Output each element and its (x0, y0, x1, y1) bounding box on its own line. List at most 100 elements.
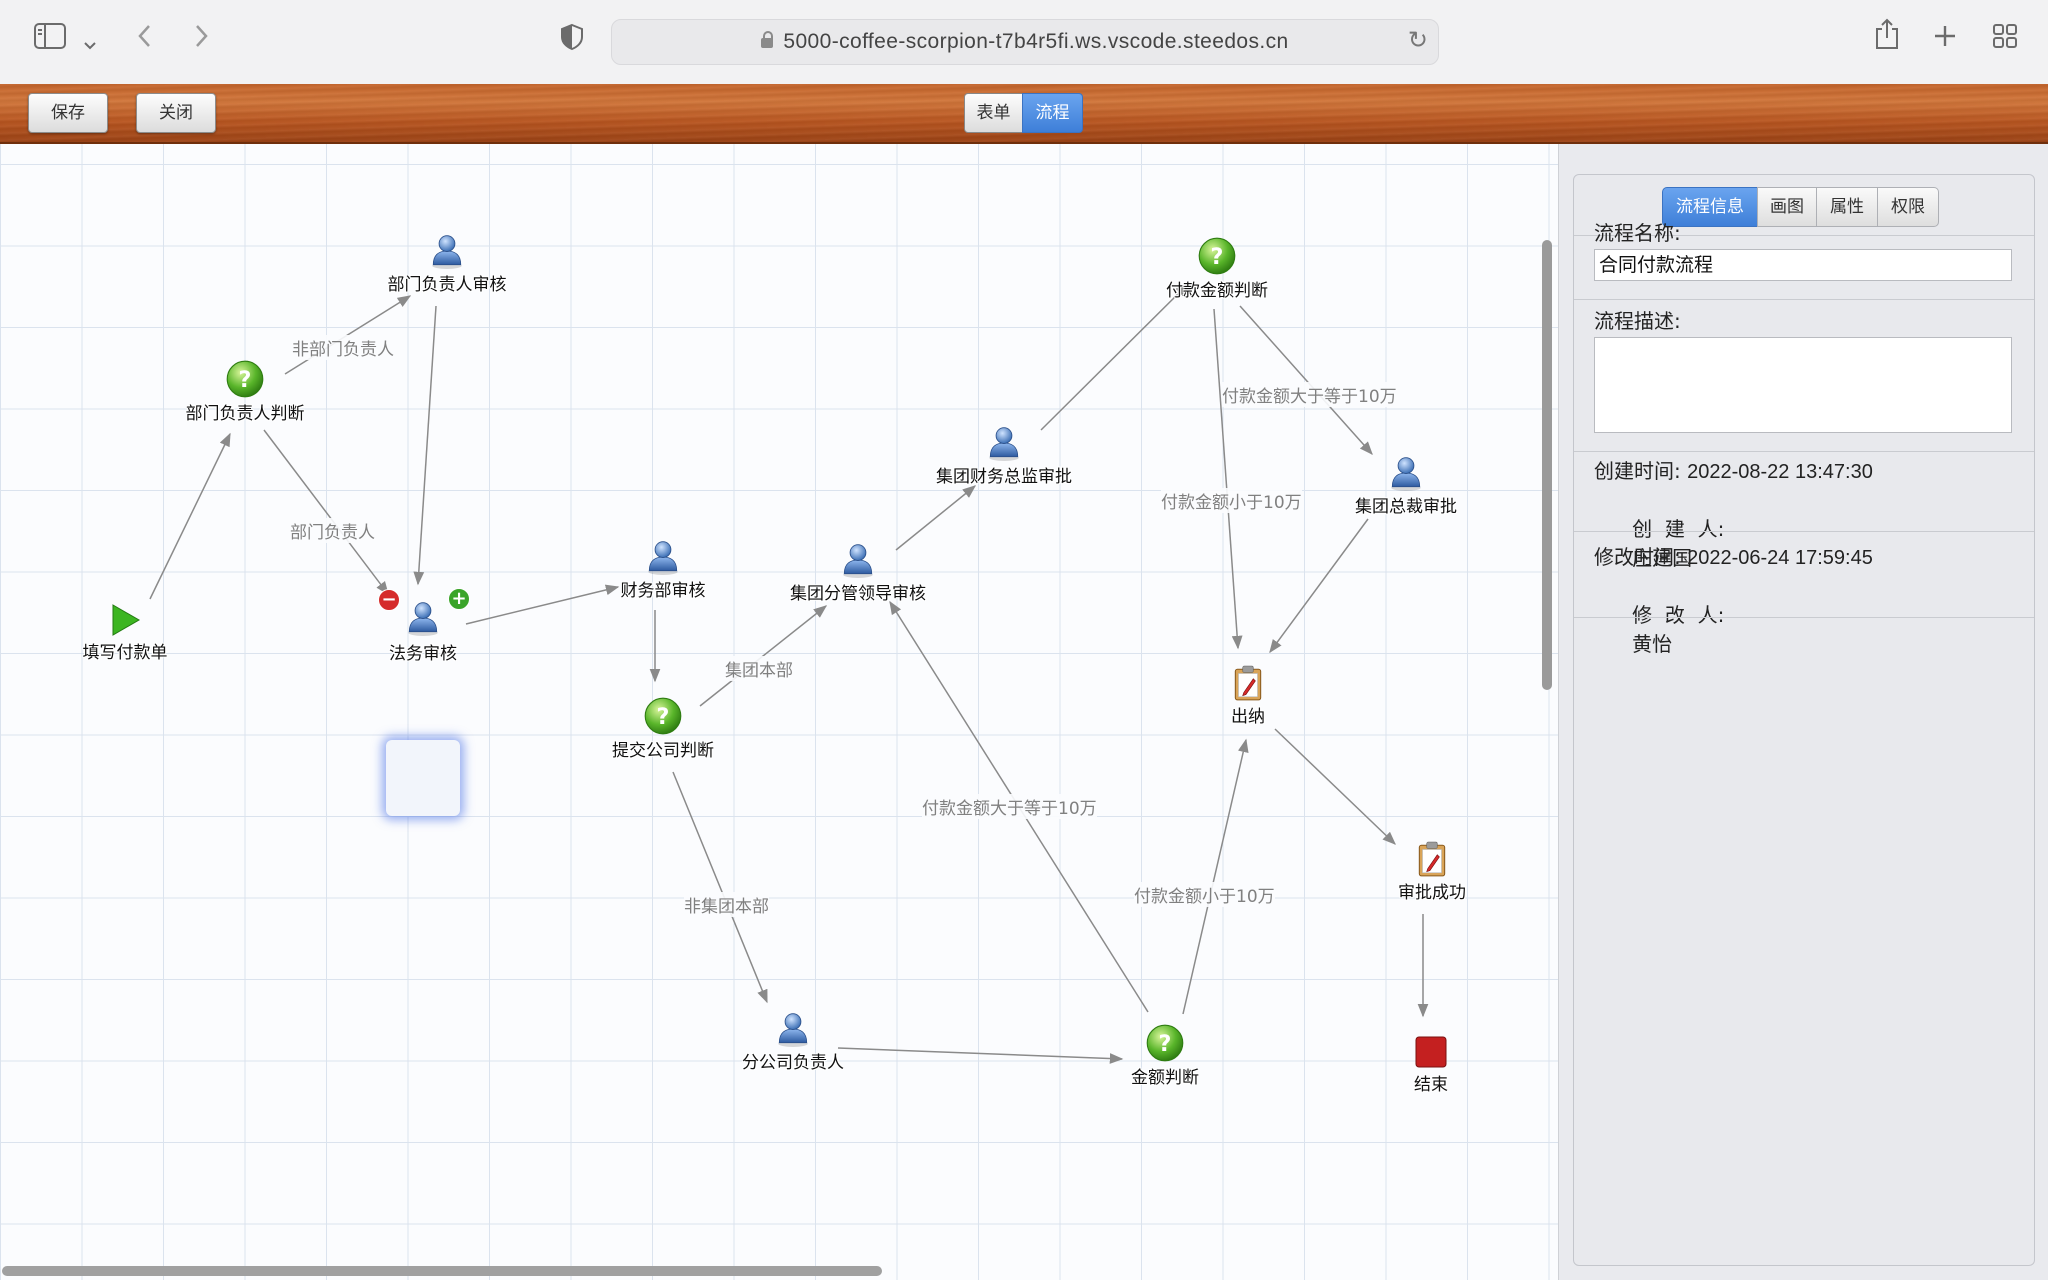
node-dept-judge[interactable]: 部门负责人判断 (165, 359, 325, 424)
divider (1574, 617, 2034, 618)
address-bar[interactable]: 5000-coffee-scorpion-t7b4r5fi.ws.vscode.… (611, 19, 1439, 65)
node-label: 部门负责人判断 (185, 404, 305, 424)
add-node-icon[interactable]: + (448, 588, 470, 610)
clipboard-icon (1229, 664, 1267, 702)
remove-node-icon[interactable]: − (378, 589, 400, 611)
creator-row: 创 建 人: 庄建国 (1594, 489, 1724, 595)
tab-permissions[interactable]: 权限 (1877, 187, 1939, 227)
modified-time-label: 修改时间: (1594, 545, 1681, 569)
node-amount-judge-top[interactable]: 付款金额判断 (1137, 236, 1297, 301)
browser-toolbar: 5000-coffee-scorpion-t7b4r5fi.ws.vscode.… (0, 0, 2048, 85)
node-group-cfo-approve[interactable]: 集团财务总监审批 (924, 424, 1084, 487)
back-icon[interactable] (130, 20, 160, 60)
tab-overview-icon[interactable] (1988, 20, 2022, 60)
user-icon (839, 541, 877, 579)
panel-card: 流程信息 画图 属性 权限 流程名称: 流程名称: 合同付款流程 流程描述: 创… (1573, 174, 2035, 1266)
node-branch-head[interactable]: 分公司负责人 (713, 1010, 873, 1073)
node-label: 结束 (1414, 1075, 1448, 1095)
url-text: 5000-coffee-scorpion-t7b4r5fi.ws.vscode.… (783, 30, 1289, 53)
lock-icon (761, 31, 774, 48)
user-icon (428, 232, 466, 270)
modifier-label: 修 改 人: (1632, 603, 1725, 627)
app-toolbar: 保存 关闭 表单 流程 (0, 84, 2048, 144)
node-end[interactable]: 结束 (1351, 1034, 1511, 1095)
save-button[interactable]: 保存 (28, 93, 108, 133)
modifier-value: 黄怡 (1632, 632, 1673, 656)
node-label: 付款金额判断 (1166, 281, 1268, 301)
vertical-scrollbar[interactable] (1542, 240, 1552, 690)
created-time-label: 创建时间: (1594, 459, 1681, 483)
tab-drawing[interactable]: 画图 (1757, 187, 1817, 227)
new-tab-icon[interactable] (1928, 20, 1962, 60)
start-icon (112, 604, 141, 636)
user-icon (774, 1010, 812, 1048)
edge-label: 非集团本部 (684, 892, 769, 917)
node-group-ceo-approve[interactable]: 集团总裁审批 (1326, 454, 1486, 517)
tab-flow-info[interactable]: 流程信息 (1662, 187, 1758, 227)
node-approved[interactable]: 审批成功 (1352, 840, 1512, 903)
privacy-shield-icon[interactable] (557, 22, 587, 62)
chevron-down-icon[interactable] (80, 22, 100, 62)
node-finance-review[interactable]: 财务部审核 (583, 538, 743, 601)
flow-name-label: 流程名称: (1594, 221, 1681, 245)
edge-group-leader-to-cfo (895, 485, 977, 551)
divider (1574, 531, 2034, 532)
node-label: 财务部审核 (620, 581, 706, 601)
created-time-value: 2022-08-22 13:47:30 (1687, 461, 1873, 483)
tab-properties[interactable]: 属性 (1816, 187, 1878, 227)
condition-icon (643, 696, 683, 736)
condition-icon (225, 359, 265, 399)
edge-amount-to-cashier (1182, 738, 1249, 1015)
horizontal-scrollbar[interactable] (2, 1266, 882, 1276)
flow-description-label: 流程描述: (1594, 309, 1681, 333)
reload-icon[interactable]: ↻ (1407, 26, 1428, 54)
node-label: 金额判断 (1131, 1068, 1199, 1088)
properties-panel: 流程信息 画图 属性 权限 流程名称: 流程名称: 合同付款流程 流程描述: 创… (1558, 144, 2048, 1280)
edge-legal-to-finance (465, 584, 620, 625)
divider (1574, 451, 2034, 452)
node-legal-review[interactable]: 法务审核 (343, 599, 503, 664)
node-label: 提交公司判断 (612, 741, 714, 761)
forward-icon[interactable] (186, 20, 216, 60)
node-label: 填写付款单 (82, 643, 168, 663)
node-dept-head-review[interactable]: 部门负责人审核 (367, 232, 527, 295)
creator-value: 庄建国 (1632, 546, 1693, 570)
modifier-row: 修 改 人: 黄怡 (1594, 575, 1724, 681)
flow-description-textarea[interactable] (1594, 337, 2012, 433)
node-company-judge[interactable]: 提交公司判断 (583, 696, 743, 761)
tab-flow[interactable]: 流程 (1022, 93, 1083, 133)
creator-label: 创 建 人: (1632, 517, 1725, 541)
node-label: 集团分管领导审核 (790, 584, 926, 604)
user-icon (404, 599, 442, 637)
divider (1574, 299, 2034, 300)
flow-name-input[interactable]: 合同付款流程 (1594, 249, 2012, 281)
node-start[interactable]: 填写付款单 (45, 602, 205, 663)
edge-start-to-dept-judge (149, 432, 231, 600)
modified-time-row: 修改时间: 2022-06-24 17:59:45 (1594, 541, 1873, 570)
node-label: 集团财务总监审批 (936, 467, 1072, 487)
close-button[interactable]: 关闭 (136, 93, 216, 133)
share-icon[interactable] (1870, 18, 1904, 61)
edge-amount-top-to-ceo (1239, 305, 1373, 456)
edge-label: 非部门负责人 (292, 335, 394, 360)
edge-cashier-to-approved (1274, 728, 1396, 845)
node-cashier[interactable]: 出纳 (1168, 664, 1328, 727)
edge-label: 付款金额小于10万 (1161, 488, 1302, 513)
node-label: 集团总裁审批 (1355, 497, 1457, 517)
selected-node-highlight (386, 740, 460, 816)
node-group-leader-review[interactable]: 集团分管领导审核 (778, 541, 938, 604)
edge-label: 付款金额大于等于10万 (1222, 382, 1397, 407)
sidebar-toggle-icon[interactable] (30, 20, 70, 60)
edge-dept-head-to-legal (413, 305, 437, 586)
created-time-row: 创建时间: 2022-08-22 13:47:30 (1594, 455, 1873, 484)
node-label: 出纳 (1231, 707, 1265, 727)
edge-branch-to-amount (837, 1047, 1124, 1064)
flow-canvas[interactable]: 非部门负责人 部门负责人 集团本部 非集团本部 付款金额大于等于10万 付款金额… (0, 144, 1558, 1280)
node-label: 审批成功 (1398, 883, 1466, 903)
tab-form[interactable]: 表单 (964, 93, 1023, 133)
node-label: 法务审核 (389, 644, 457, 664)
edge-label: 付款金额大于等于10万 (922, 794, 1097, 819)
node-label: 分公司负责人 (742, 1053, 844, 1073)
node-amount-judge[interactable]: 金额判断 (1085, 1023, 1245, 1088)
edge-ceo-to-cashier (1269, 518, 1369, 654)
